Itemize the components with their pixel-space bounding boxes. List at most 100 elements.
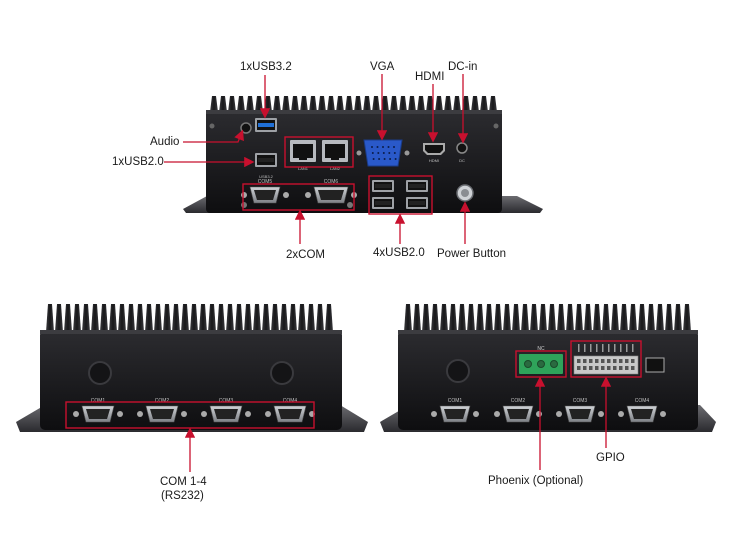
screw-icon	[404, 150, 410, 156]
heatsink-fin	[449, 304, 457, 332]
com5-port: COM5	[241, 179, 289, 204]
com-port-text: COM6	[324, 179, 339, 185]
gpio-pin	[577, 359, 581, 363]
heatsink-fin	[444, 96, 452, 112]
gpio-pin	[625, 359, 629, 363]
db9-socket	[444, 409, 466, 419]
heatsink-fins-rear-right	[404, 304, 691, 332]
vga-pin	[393, 146, 395, 148]
heatsink-fin	[584, 304, 592, 332]
gpio-label-mark	[620, 344, 622, 352]
heatsink-fin	[665, 304, 673, 332]
heatsink-fin	[109, 304, 117, 332]
gpio-pin	[631, 366, 635, 370]
heatsink-fin	[316, 304, 324, 332]
usb-tongue	[258, 123, 274, 127]
vga-pin	[387, 146, 390, 148]
heatsink-fin	[226, 304, 234, 332]
heatsink-fin	[372, 96, 380, 112]
screw-icon	[618, 411, 624, 417]
power-button-cap	[461, 189, 469, 197]
heatsink-fin	[190, 304, 198, 332]
chassis-rear	[398, 330, 698, 430]
vga-pin	[382, 146, 384, 148]
vga-pin	[382, 152, 385, 154]
heatsink-fin	[345, 96, 353, 112]
gpio-label-mark	[590, 344, 592, 352]
usb-tongue	[409, 184, 425, 188]
callouts-layer	[65, 74, 642, 472]
heatsink-fin	[453, 96, 461, 112]
com-port-text: COM2	[511, 398, 526, 404]
heatsink-fin	[593, 304, 601, 332]
hdmi-text: HDMI	[429, 158, 439, 163]
heatsink-fin	[440, 304, 448, 332]
gpio-pin	[595, 359, 599, 363]
hdmi-cavity	[425, 145, 443, 153]
db9-socket	[569, 409, 591, 419]
screw-icon	[73, 411, 79, 417]
gpio-pin	[589, 359, 593, 363]
com-port-text: COM3	[219, 398, 234, 404]
heatsink-fin	[390, 96, 398, 112]
heatsink-fin	[154, 304, 162, 332]
phoenix-screw-icon	[524, 360, 532, 368]
gpio-label-mark	[632, 344, 634, 352]
heatsink-fin	[253, 304, 261, 332]
label-usb20-single: 1xUSB2.0	[112, 156, 164, 168]
heatsink-fin	[471, 96, 479, 112]
rear-panel-device-com	[16, 304, 368, 432]
heatsink-fin	[638, 304, 646, 332]
heatsink-fin	[467, 304, 475, 332]
heatsink-fin	[512, 304, 520, 332]
heatsink-fin	[136, 304, 144, 332]
heatsink-fins-top	[210, 96, 497, 112]
label-audio: Audio	[150, 136, 180, 148]
label-phoenix: Phoenix (Optional)	[488, 475, 584, 487]
heatsink-fin	[64, 304, 72, 332]
vga-pin	[377, 152, 380, 154]
heatsink-fin	[566, 304, 574, 332]
heatsink-fin	[327, 96, 335, 112]
heatsink-fin	[548, 304, 556, 332]
heatsink-fins-rear-left	[46, 304, 333, 332]
vga-pin	[394, 158, 397, 160]
label-power-button: Power Button	[437, 248, 507, 260]
gpio-pin	[613, 366, 617, 370]
heatsink-fin	[271, 304, 279, 332]
heatsink-fin	[489, 96, 497, 112]
phoenix-connector: NC	[519, 346, 563, 374]
db9-socket	[278, 409, 302, 419]
com-port-text: COM3	[573, 398, 588, 404]
usb20-port	[406, 197, 428, 209]
heatsink-fin	[674, 304, 682, 332]
heatsink-fin	[575, 304, 583, 332]
com-port-text: COM2	[155, 398, 170, 404]
heatsink-fin	[255, 96, 263, 112]
gpio-pin	[577, 366, 581, 370]
heatsink-fin	[656, 304, 664, 332]
vga-pin	[383, 158, 386, 160]
heatsink-fin	[118, 304, 126, 332]
heatsink-fin	[408, 96, 416, 112]
screw-icon	[241, 192, 247, 198]
gpio-pin	[601, 366, 605, 370]
heatsink-fin	[404, 304, 412, 332]
usb-tongue	[409, 201, 425, 205]
db9-socket	[631, 409, 653, 419]
screw-icon	[137, 411, 143, 417]
com3-port: COM3	[201, 398, 251, 423]
com4-port: COM4	[265, 398, 315, 423]
heatsink-fin	[476, 304, 484, 332]
heatsink-fin	[228, 96, 236, 112]
screw-icon	[305, 192, 311, 198]
heatsink-fin	[462, 96, 470, 112]
label-dcin: DC-in	[448, 61, 478, 73]
usb20-port	[372, 197, 394, 209]
heatsink-fin	[417, 96, 425, 112]
vga-pin	[371, 152, 374, 154]
heatsink-fin	[620, 304, 628, 332]
usb20-single-port	[255, 153, 277, 167]
